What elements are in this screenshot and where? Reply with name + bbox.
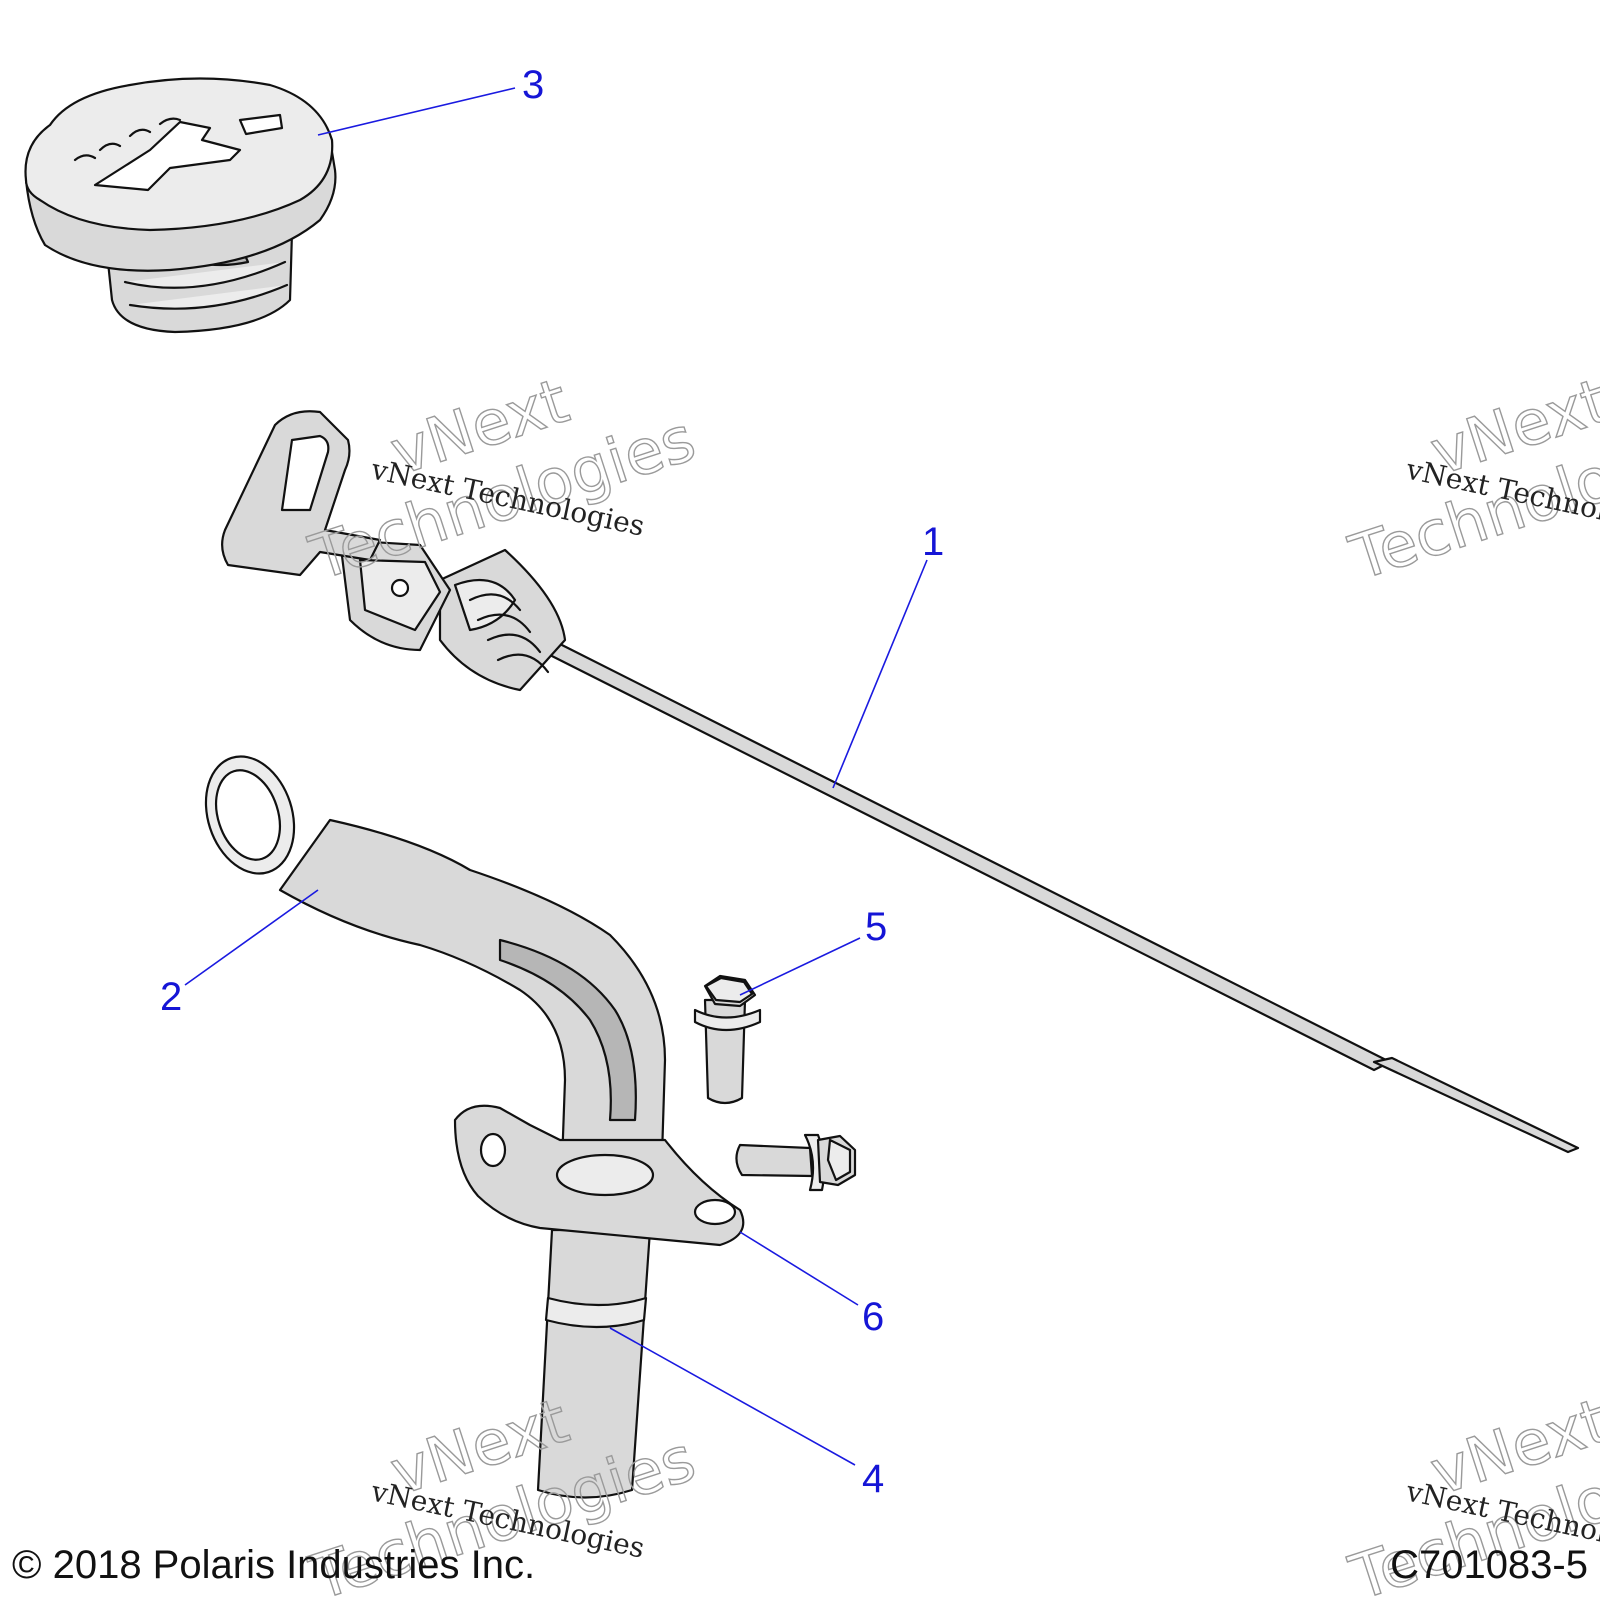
callout-2: 2: [160, 975, 182, 1019]
bolt-lower[interactable]: [735, 1133, 857, 1192]
mounting-flange[interactable]: [453, 1104, 745, 1247]
leader-4: [609, 1327, 856, 1466]
dipstick[interactable]: [221, 410, 1580, 1154]
callout-1: 1: [922, 520, 944, 564]
drawing-number: C701083-5: [1390, 1543, 1588, 1587]
callout-3: 3: [522, 63, 544, 107]
copyright-notice: © 2018 Polaris Industries Inc.: [12, 1543, 535, 1587]
watermark-top-right: vNext Technologies vNext Technologies: [1340, 363, 1600, 595]
callout-4: 4: [862, 1457, 884, 1501]
leader-3: [317, 87, 516, 136]
leader-2: [184, 889, 319, 986]
callout-5: 5: [865, 905, 887, 949]
leader-5: [739, 937, 861, 996]
leader-6: [739, 1231, 859, 1306]
bolt-upper[interactable]: [693, 974, 762, 1105]
callout-6: 6: [862, 1295, 884, 1339]
oil-fill-tube[interactable]: [192, 745, 667, 1499]
oil-fill-cap[interactable]: [24, 77, 337, 334]
leader-1: [832, 559, 928, 789]
